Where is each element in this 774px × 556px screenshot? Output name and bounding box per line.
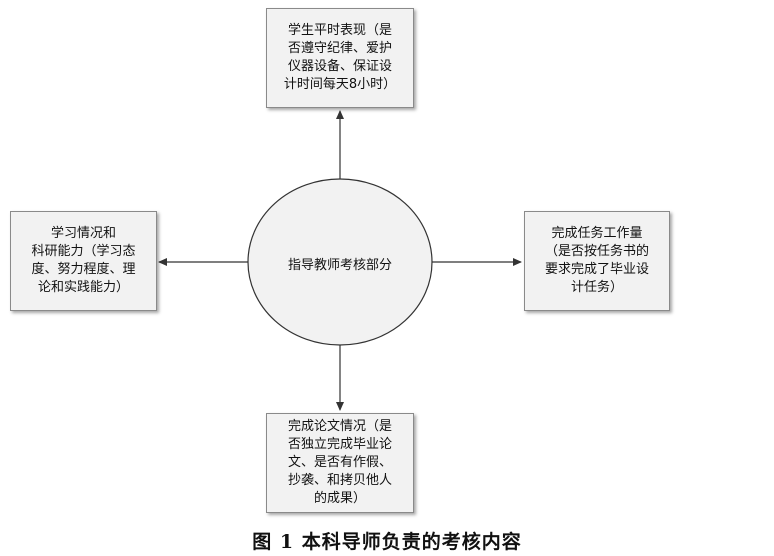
figure-caption: 图 1 本科导师负责的考核内容 [252,531,522,553]
bottom-box-line: 完成论文情况（是 [287,419,392,434]
right-box: 完成任务工作量 （是否按任务书的 要求完成了毕业设 计任务） [524,211,670,311]
bottom-box-line: 的成果） [313,491,366,506]
right-box-line: 计任务） [570,280,623,295]
right-box-line: （是否按任务书的 [544,244,649,259]
center-label: 指导教师考核部分 [287,257,392,273]
diagram-canvas [158,110,522,411]
top-box: 学生平时表现（是 否遵守纪律、爱护 仪器设备、保证设 计时间每天8小时） [266,8,414,108]
right-box-line: 要求完成了毕业设 [544,262,649,277]
left-box-line: 学习情况和 [50,226,116,241]
left-box-line: 论和实践能力） [37,280,129,295]
bottom-box-line: 抄袭、和拷贝他人 [287,473,392,488]
top-box-line: 学生平时表现（是 [287,23,392,38]
top-box-line: 仪器设备、保证设 [287,59,392,74]
bottom-box: 完成论文情况（是 否独立完成毕业论 文、是否有作假、 抄袭、和拷贝他人 的成果） [266,413,414,513]
bottom-box-line: 文、是否有作假、 [287,455,392,470]
top-box-line: 计时间每天8小时） [283,77,397,92]
left-box: 学习情况和 科研能力（学习态 度、努力程度、理 论和实践能力） [10,211,157,311]
bottom-box-line: 否独立完成毕业论 [287,437,392,452]
top-box-line: 否遵守纪律、爱护 [287,41,392,56]
right-box-line: 完成任务工作量 [551,226,643,241]
left-box-line: 度、努力程度、理 [31,262,136,277]
left-box-line: 科研能力（学习态 [31,244,136,259]
